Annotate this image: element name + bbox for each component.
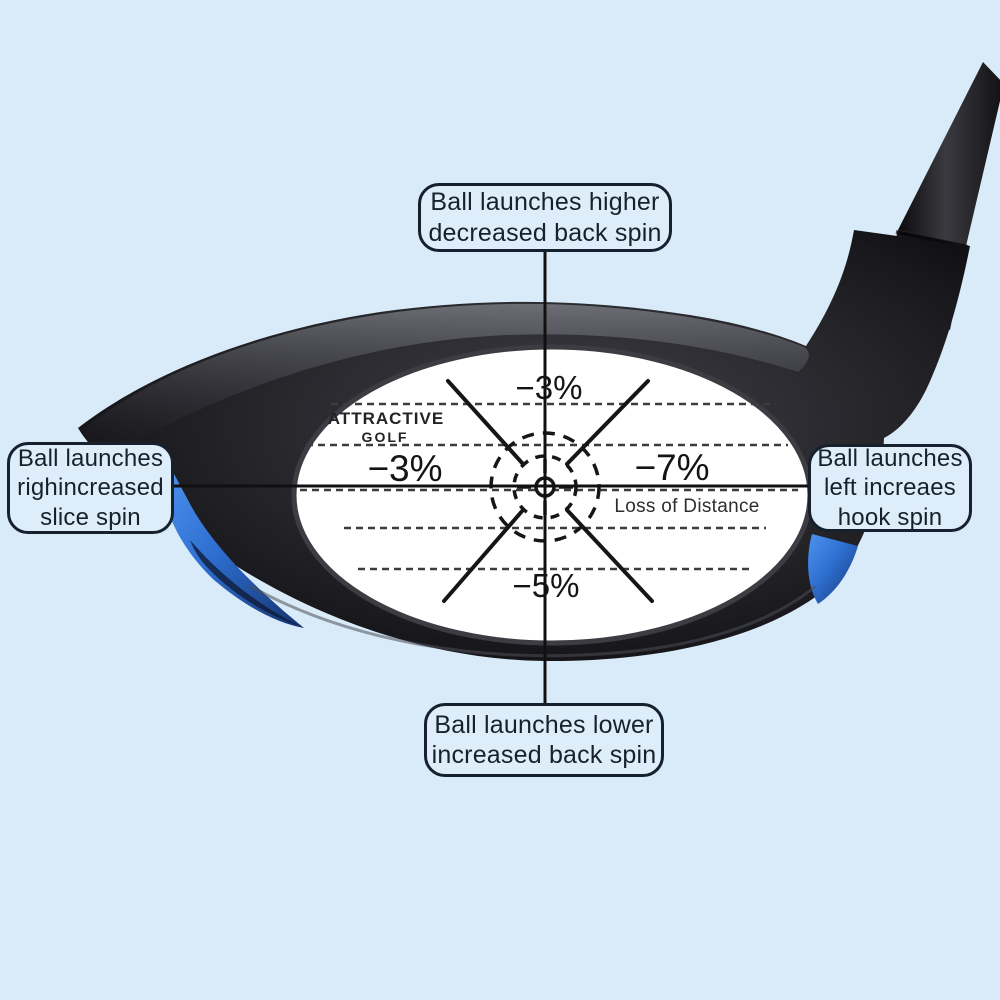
callout-launch-right-slice: Ball launches righincreased slice spin xyxy=(7,442,174,534)
sole-accent-right xyxy=(808,534,858,604)
club-shaft xyxy=(898,62,1000,246)
loss-of-distance-caption: Loss of Distance xyxy=(614,496,760,517)
callout-launch-higher: Ball launches higher decreased back spin xyxy=(418,183,672,252)
right-percentage-label: −7% xyxy=(634,447,710,488)
left-percentage-label: −3% xyxy=(367,448,443,489)
brand-name-text: ATTRACTIVE xyxy=(327,409,445,428)
bottom-rim-highlight xyxy=(249,584,817,658)
brand-subtext: GOLF xyxy=(361,429,409,445)
sticker-dashed-lines xyxy=(300,402,798,571)
top-percentage-label: −3% xyxy=(515,369,583,406)
callout-launch-lower: Ball launches lower increased back spin xyxy=(424,703,664,777)
crown-highlight xyxy=(82,303,809,452)
sole-accent-left xyxy=(163,464,304,628)
callout-launch-left-hook: Ball launches left increaes hook spin xyxy=(808,444,972,532)
bottom-percentage-label: −5% xyxy=(512,567,580,604)
